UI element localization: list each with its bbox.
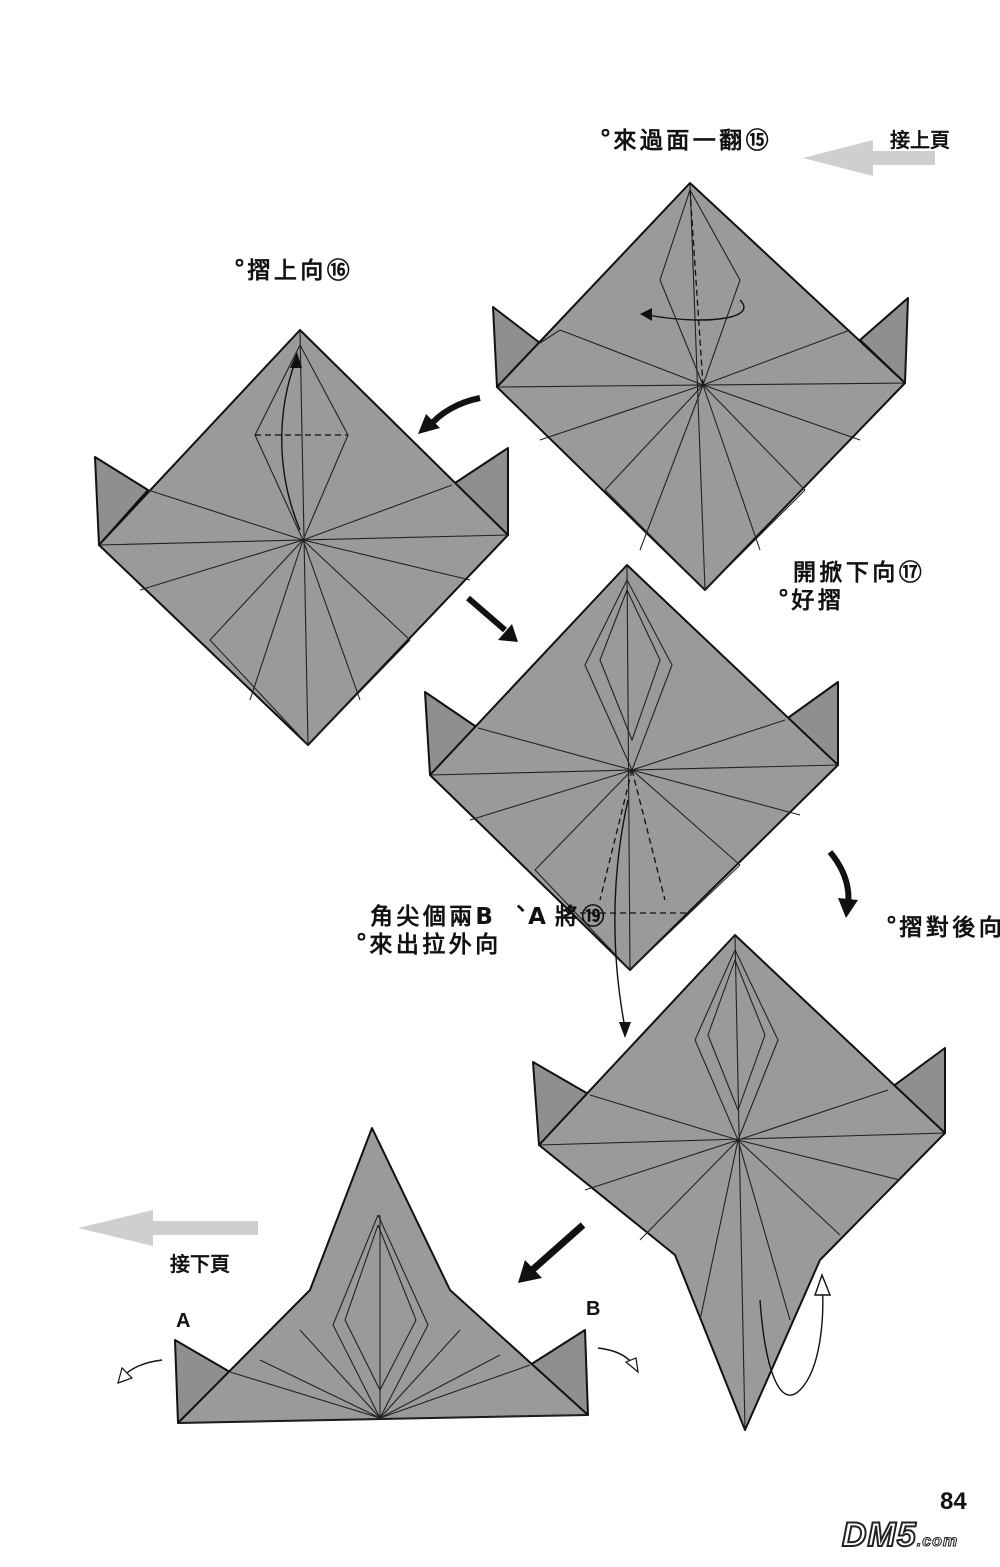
continue-from-label: 接上頁 [890,128,950,152]
continue-to-label: 接下頁 [170,1252,230,1276]
rotate-arrow-icon [640,299,745,321]
point-a-label: A [176,1310,191,1332]
page-number: 84 [940,1488,967,1515]
fold-arrow-icon [466,595,518,642]
fold-arrow-icon [827,850,858,918]
fold-arrow-icon [418,395,481,434]
figure-step-19 [117,1127,639,1424]
arrow-left-icon [78,1210,258,1246]
curved-arrow-icon [117,1347,639,1384]
step-16-label: ⑯ 向 上 摺 。 [216,258,349,282]
fold-arrow-icon [518,1222,586,1283]
curved-arrow-icon [759,1273,832,1396]
step-17-label-col2: 摺 好 。 [760,588,840,612]
step-18-label: ⑱ 向 後 對 摺 。 [868,915,1000,939]
figure-step-18 [532,934,946,1431]
figure-step-17 [424,564,839,1038]
figure-step-16 [94,329,509,746]
step-19-label-col2: 向 外 拉 出 來 。 [338,932,497,956]
step-19-label-col1: ⑲ 將 A 、 B 兩 個 尖 角 [365,904,603,931]
step-15-label: ⑮ 翻 一 面 過 來 。 [582,128,768,152]
curved-arrow-icon [614,799,631,1038]
figure-step-15 [492,182,909,591]
watermark-logo: DM5.com [841,1515,959,1555]
arrow-left-icon [803,140,935,176]
curved-arrow-icon [281,352,302,531]
step-17-label-col1: ⑰ 向 下 掀 開 [788,560,921,584]
point-b-label: B [586,1298,601,1320]
